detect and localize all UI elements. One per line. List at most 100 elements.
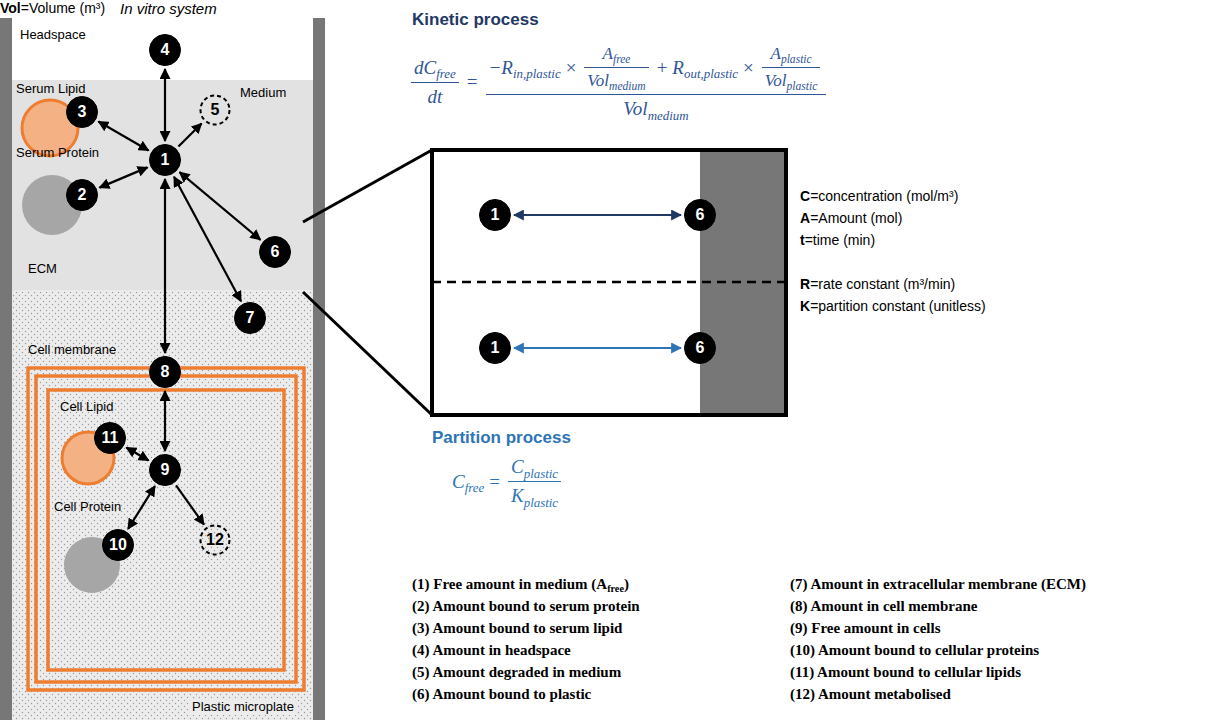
region-label: Medium xyxy=(240,86,286,101)
math-subscript: plastic xyxy=(781,53,812,66)
callout-number: 11 xyxy=(102,430,119,446)
callout-circle: 11 xyxy=(94,422,126,454)
definition-row: t=time (min) xyxy=(800,232,875,248)
math-symbol: dt xyxy=(428,86,443,108)
region-label: Serum Protein xyxy=(16,146,99,161)
key-text: (4) Amount in headspace xyxy=(412,642,571,659)
callout-circle: 1 xyxy=(479,199,511,231)
flow-arrow xyxy=(98,122,148,151)
cell-membrane-inner xyxy=(36,376,296,682)
key-text: (9) Free amount in cells xyxy=(790,620,941,637)
math-subscript: plastic xyxy=(524,466,558,482)
circle-shape xyxy=(235,303,266,334)
plastic-strip xyxy=(700,150,786,415)
callout-circle: 2 xyxy=(66,179,98,211)
callout-number: 1 xyxy=(491,340,500,356)
callout-number: 7 xyxy=(246,310,255,326)
circle-shape xyxy=(150,145,181,176)
medium-region xyxy=(12,80,313,290)
flow-arrow xyxy=(128,486,155,529)
callout-number: 6 xyxy=(696,340,705,356)
callout-number: 12 xyxy=(206,532,224,548)
ecm-region xyxy=(12,290,313,720)
key-subscript: free xyxy=(607,583,624,594)
flow-arrow xyxy=(174,177,241,302)
circle-shape xyxy=(685,333,716,364)
circle-shape xyxy=(150,455,181,486)
definition-row: K=partition constant (unitless) xyxy=(800,298,986,314)
key-text: ) xyxy=(624,576,629,593)
callout-circle: 1 xyxy=(149,144,181,176)
plate-wall xyxy=(0,18,325,720)
key-text: (5) Amount degraded in medium xyxy=(412,664,621,681)
circle-shape xyxy=(685,200,716,231)
math-subscript: free xyxy=(465,480,485,496)
flow-arrow xyxy=(164,391,166,451)
definition-row: A=Amount (mol) xyxy=(800,210,902,226)
callout-number: 1 xyxy=(491,207,500,223)
callout-circle: 8 xyxy=(149,356,181,388)
callout-circle: 1 xyxy=(479,332,511,364)
circle-shape xyxy=(201,96,230,125)
panel-divider xyxy=(432,281,786,284)
key-text: (10) Amount bound to cellular proteins xyxy=(790,642,1039,659)
callout-number: 4 xyxy=(161,42,170,58)
callout-number: 3 xyxy=(78,104,87,120)
math-subscript: plastic xyxy=(524,495,558,511)
math-subscript: out,plastic xyxy=(684,66,738,82)
callout-circle: 4 xyxy=(149,34,181,66)
variable-definition: =time (min) xyxy=(805,232,875,248)
flow-arrow xyxy=(514,214,681,216)
callout-circle: 6 xyxy=(684,332,716,364)
headspace-region xyxy=(12,18,313,80)
flow-arrow xyxy=(164,69,166,141)
flow-arrow xyxy=(514,347,681,349)
callout-number: 6 xyxy=(696,207,705,223)
region-label: Plastic microplate xyxy=(190,700,296,715)
variable-definition: =Volume (m³) xyxy=(21,0,105,16)
callout-number: 1 xyxy=(161,152,170,168)
region-label: Cell membrane xyxy=(28,343,116,358)
math-symbol: dC xyxy=(414,57,436,79)
math-operator: × xyxy=(743,57,754,79)
math-operator: = xyxy=(467,71,478,93)
section-heading: Kinetic process xyxy=(412,10,539,30)
key-text: (11) Amount bound to cellular lipids xyxy=(790,664,1021,681)
flow-arrow xyxy=(176,485,204,524)
callout-circle: 7 xyxy=(234,302,266,334)
flow-arrow xyxy=(100,167,148,187)
key-text: (1) Free amount in medium (A xyxy=(412,576,607,593)
math-subscript: plastic xyxy=(787,80,818,93)
key-text: (8) Amount in cell membrane xyxy=(790,598,977,615)
math-subscript: free xyxy=(436,66,456,82)
variable-symbol: Vol xyxy=(0,0,21,16)
section-heading: Partition process xyxy=(432,428,571,448)
callout-number: 8 xyxy=(161,364,170,380)
circle-shape xyxy=(150,357,181,388)
key-row: (1) Free amount in medium (Afree) xyxy=(412,576,629,593)
circle-shape xyxy=(480,333,511,364)
math-symbol: C xyxy=(452,471,465,493)
math-symbol: Vol xyxy=(587,71,609,91)
circle-shape xyxy=(67,180,98,211)
callout-number: 10 xyxy=(109,537,127,553)
flow-arrow xyxy=(178,123,201,146)
math-symbol: R xyxy=(672,57,684,79)
cell-boundary xyxy=(48,390,284,670)
math-symbol: Vol xyxy=(765,71,787,91)
kinetic-equation: dCfreedt = −Rin,plastic× AfreeVolmedium … xyxy=(408,44,829,120)
callout-number: 2 xyxy=(78,187,87,203)
callout-number: 5 xyxy=(211,102,220,118)
math-subscript: free xyxy=(613,53,631,66)
key-text: (7) Amount in extracellular membrane (EC… xyxy=(790,576,1086,593)
key-text: (12) Amount metabolised xyxy=(790,686,951,703)
definition-row: C=concentration (mol/m³) xyxy=(800,188,958,204)
key-text: (3) Amount bound to serum lipid xyxy=(412,620,622,637)
math-symbol: K xyxy=(511,485,524,507)
callout-circle: 6 xyxy=(684,199,716,231)
callout-number: 9 xyxy=(161,462,170,478)
circle-shape xyxy=(201,526,230,555)
math-symbol: A xyxy=(771,44,781,64)
variable-definition: =Amount (mol) xyxy=(810,210,902,226)
zoom-line xyxy=(303,292,432,415)
